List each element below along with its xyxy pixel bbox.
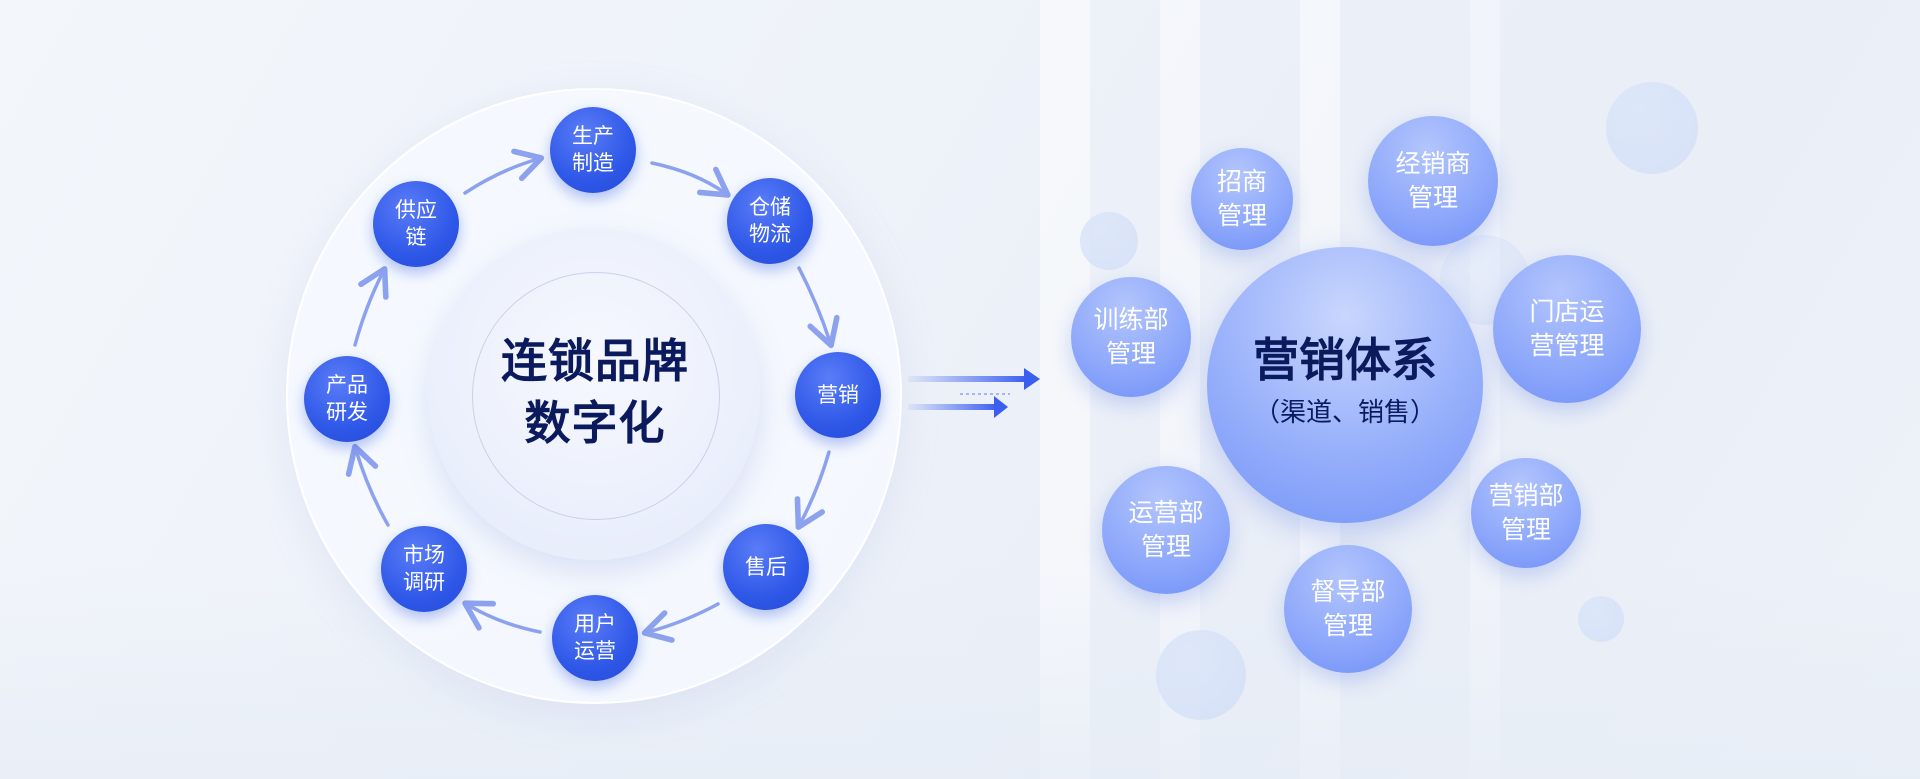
cycle-node-after-sales: 售后 <box>723 524 809 610</box>
cycle-node-product-rd: 产品研发 <box>304 356 390 442</box>
hub-title: 连锁品牌 数字化 <box>472 330 718 454</box>
decor-bubble <box>1156 630 1246 720</box>
cycle-arrow <box>353 266 389 347</box>
marketing-system-title: 营销体系 <box>1253 333 1437 387</box>
decor-bubble <box>1080 212 1138 270</box>
decor-bubble <box>1606 82 1698 174</box>
satellite-store-operations: 门店运营管理 <box>1493 255 1641 403</box>
cycle-node-market-research: 市场调研 <box>381 526 467 612</box>
inner-ring-line <box>472 272 720 520</box>
cycle-node-production: 生产制造 <box>550 107 636 193</box>
cycle-arrow <box>463 148 545 195</box>
cycle-node-warehouse-logistics: 仓储物流 <box>727 178 813 264</box>
cycle-arrow <box>650 161 731 198</box>
cycle-arrow <box>641 602 720 643</box>
cycle-arrow <box>345 443 390 527</box>
satellite-marketing-department: 营销部管理 <box>1471 458 1581 568</box>
hub-title-line1: 连锁品牌 <box>501 334 689 388</box>
satellite-training-department: 训练部管理 <box>1071 277 1191 397</box>
cycle-node-user-operations: 用户运营 <box>552 595 638 681</box>
satellite-operations-department: 运营部管理 <box>1102 466 1230 594</box>
satellite-dealer-management: 经销商管理 <box>1368 116 1498 246</box>
decor-bubble <box>1578 596 1624 642</box>
marketing-system-core <box>1207 247 1483 523</box>
flow-arrows <box>908 368 1040 418</box>
cycle-arrow <box>462 600 542 634</box>
cycle-node-marketing: 营销 <box>795 352 881 438</box>
marketing-system-subtitle: （渠道、销售） <box>1253 398 1436 428</box>
hub-title-line2: 数字化 <box>524 396 666 450</box>
satellite-supervision-department: 督导部管理 <box>1284 545 1412 673</box>
satellite-investment-management: 招商管理 <box>1191 148 1293 250</box>
cycle-arrow <box>794 450 831 530</box>
cycle-node-supply-chain: 供应链 <box>373 181 459 267</box>
cycle-arrow <box>797 266 840 349</box>
